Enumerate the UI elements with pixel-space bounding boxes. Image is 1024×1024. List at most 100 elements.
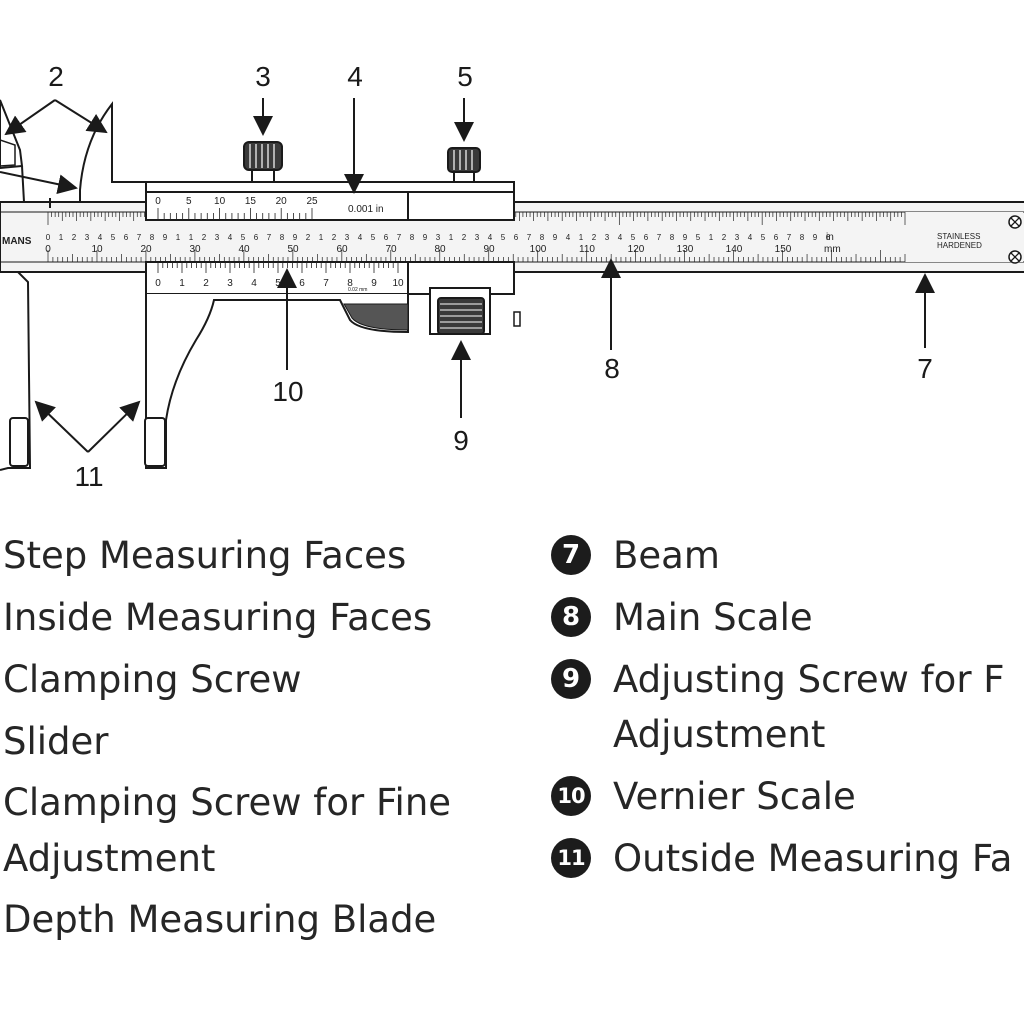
legend-text: Vernier Scale [613, 775, 856, 818]
main-mm-number: 90 [483, 244, 495, 255]
main-inch-number: 7 [137, 233, 142, 242]
legend-depth-measuring-blade: Depth Measuring Blade [3, 901, 436, 938]
legend-clamping-screw: Clamping Screw [3, 661, 302, 698]
vernier-inch-number: 20 [276, 196, 288, 207]
legend-step-measuring-faces: Step Measuring Faces [3, 537, 406, 574]
legend-text: Inside Measuring Faces [3, 596, 433, 639]
vernier-mm-number: 2 [203, 278, 209, 289]
main-inch-number: 2 [722, 233, 727, 242]
main-inch-number: 4 [566, 233, 571, 242]
main-inch-number: 5 [371, 233, 376, 242]
main-inch-number: 1 [59, 233, 64, 242]
main-inch-number: 8 [280, 233, 285, 242]
vernier-mm-number: 9 [371, 278, 377, 289]
vernier-mm-number: 1 [179, 278, 185, 289]
main-mm-number: 110 [579, 244, 595, 255]
callout-arrows [0, 98, 935, 453]
callout-5: 5 [457, 61, 473, 92]
callout-9: 9 [453, 425, 469, 456]
main-inch-number: 6 [644, 233, 649, 242]
main-inch-number: 2 [306, 233, 311, 242]
unit-in-label: in [826, 232, 834, 243]
stamp-stainless: STAINLESS [937, 232, 980, 241]
main-inch-number: 1 [579, 233, 584, 242]
main-inch-number: 9 [813, 233, 818, 242]
main-inch-number: 8 [670, 233, 675, 242]
main-inch-number: 9 [163, 233, 168, 242]
legend-text: Clamping Screw [3, 658, 302, 701]
badge-11: 11 [551, 838, 591, 878]
main-inch-number: 2 [462, 233, 467, 242]
vernier-inch-label: 0.001 in [348, 204, 384, 215]
main-inch-number: 3 [475, 233, 480, 242]
main-mm-number: 120 [628, 244, 645, 255]
main-inch-number: 7 [267, 233, 272, 242]
main-inch-number: 9 [553, 233, 558, 242]
callout-10: 10 [272, 376, 303, 407]
vernier-mm-number: 8 [347, 278, 353, 289]
main-inch-number: 8 [540, 233, 545, 242]
main-inch-number: 6 [826, 233, 831, 242]
stamp-hardened: HARDENED [937, 241, 982, 250]
callout-11: 11 [74, 461, 103, 492]
main-inch-number: 2 [592, 233, 597, 242]
main-inch-number: 9 [423, 233, 428, 242]
main-inch-number: 5 [696, 233, 701, 242]
badge-7: 7 [551, 535, 591, 575]
vernier-mm-number: 7 [323, 278, 329, 289]
main-inch-number: 4 [228, 233, 233, 242]
main-mm-number: 100 [530, 244, 547, 255]
legend-text: Adjusting Screw for F [613, 658, 1005, 701]
main-mm-number: 30 [189, 244, 201, 255]
main-mm-number: 60 [336, 244, 348, 255]
badge-10: 10 [551, 776, 591, 816]
main-inch-number: 1 [189, 233, 194, 242]
badge-9: 9 [551, 659, 591, 699]
adjusting-screw [429, 287, 491, 335]
vernier-inch-number: 0 [155, 196, 161, 207]
main-mm-number: 0 [45, 244, 51, 255]
main-inch-number: 5 [761, 233, 766, 242]
brand-label: MANS [2, 236, 32, 247]
main-inch-number: 9 [293, 233, 298, 242]
fine-adjustment-clamp-screw [447, 147, 481, 183]
legend-inside-measuring-faces: Inside Measuring Faces [3, 599, 432, 636]
main-mm-number: 80 [434, 244, 446, 255]
legend-text: Main Scale [613, 596, 813, 639]
main-inch-number: 3 [436, 233, 441, 242]
legend-text: Outside Measuring Fa [613, 837, 1013, 880]
vernier-inch-number: 5 [186, 196, 192, 207]
main-inch-number: 4 [98, 233, 103, 242]
callout-7: 7 [917, 353, 933, 384]
vernier-inch-number: 15 [245, 196, 257, 207]
main-inch-number: 6 [254, 233, 259, 242]
main-inch-number: 9 [683, 233, 688, 242]
callout-3: 3 [255, 61, 271, 92]
callout-4: 4 [347, 61, 363, 92]
vernier-inch-ticks [157, 208, 313, 220]
main-inch-number: 7 [397, 233, 402, 242]
legend-adjustment-left: Adjustment [3, 840, 215, 877]
main-inch-number: 7 [787, 233, 792, 242]
vernier-inch-number: 10 [214, 196, 226, 207]
main-mm-number: 150 [775, 244, 792, 255]
vernier-mm-number: 3 [227, 278, 233, 289]
main-inch-number: 6 [384, 233, 389, 242]
vernier-mm-unit: 0.02 mm [348, 287, 367, 293]
legend-clamping-screw-fine: Clamping Screw for Fine [3, 784, 451, 821]
clamping-screw [243, 141, 283, 183]
main-inch-number: 5 [631, 233, 636, 242]
main-inch-number: 2 [72, 233, 77, 242]
legend-slider: Slider [3, 723, 109, 760]
legend-text: Beam [613, 534, 720, 577]
main-inch-number: 6 [774, 233, 779, 242]
main-inch-number: 7 [527, 233, 532, 242]
legend-text: Adjustment [613, 713, 826, 756]
main-mm-number: 130 [677, 244, 694, 255]
legend-adjustment-right: Adjustment [613, 716, 825, 753]
main-inch-number: 3 [85, 233, 90, 242]
legend-vernier-scale: Vernier Scale [613, 778, 856, 815]
main-inch-number: 3 [345, 233, 350, 242]
